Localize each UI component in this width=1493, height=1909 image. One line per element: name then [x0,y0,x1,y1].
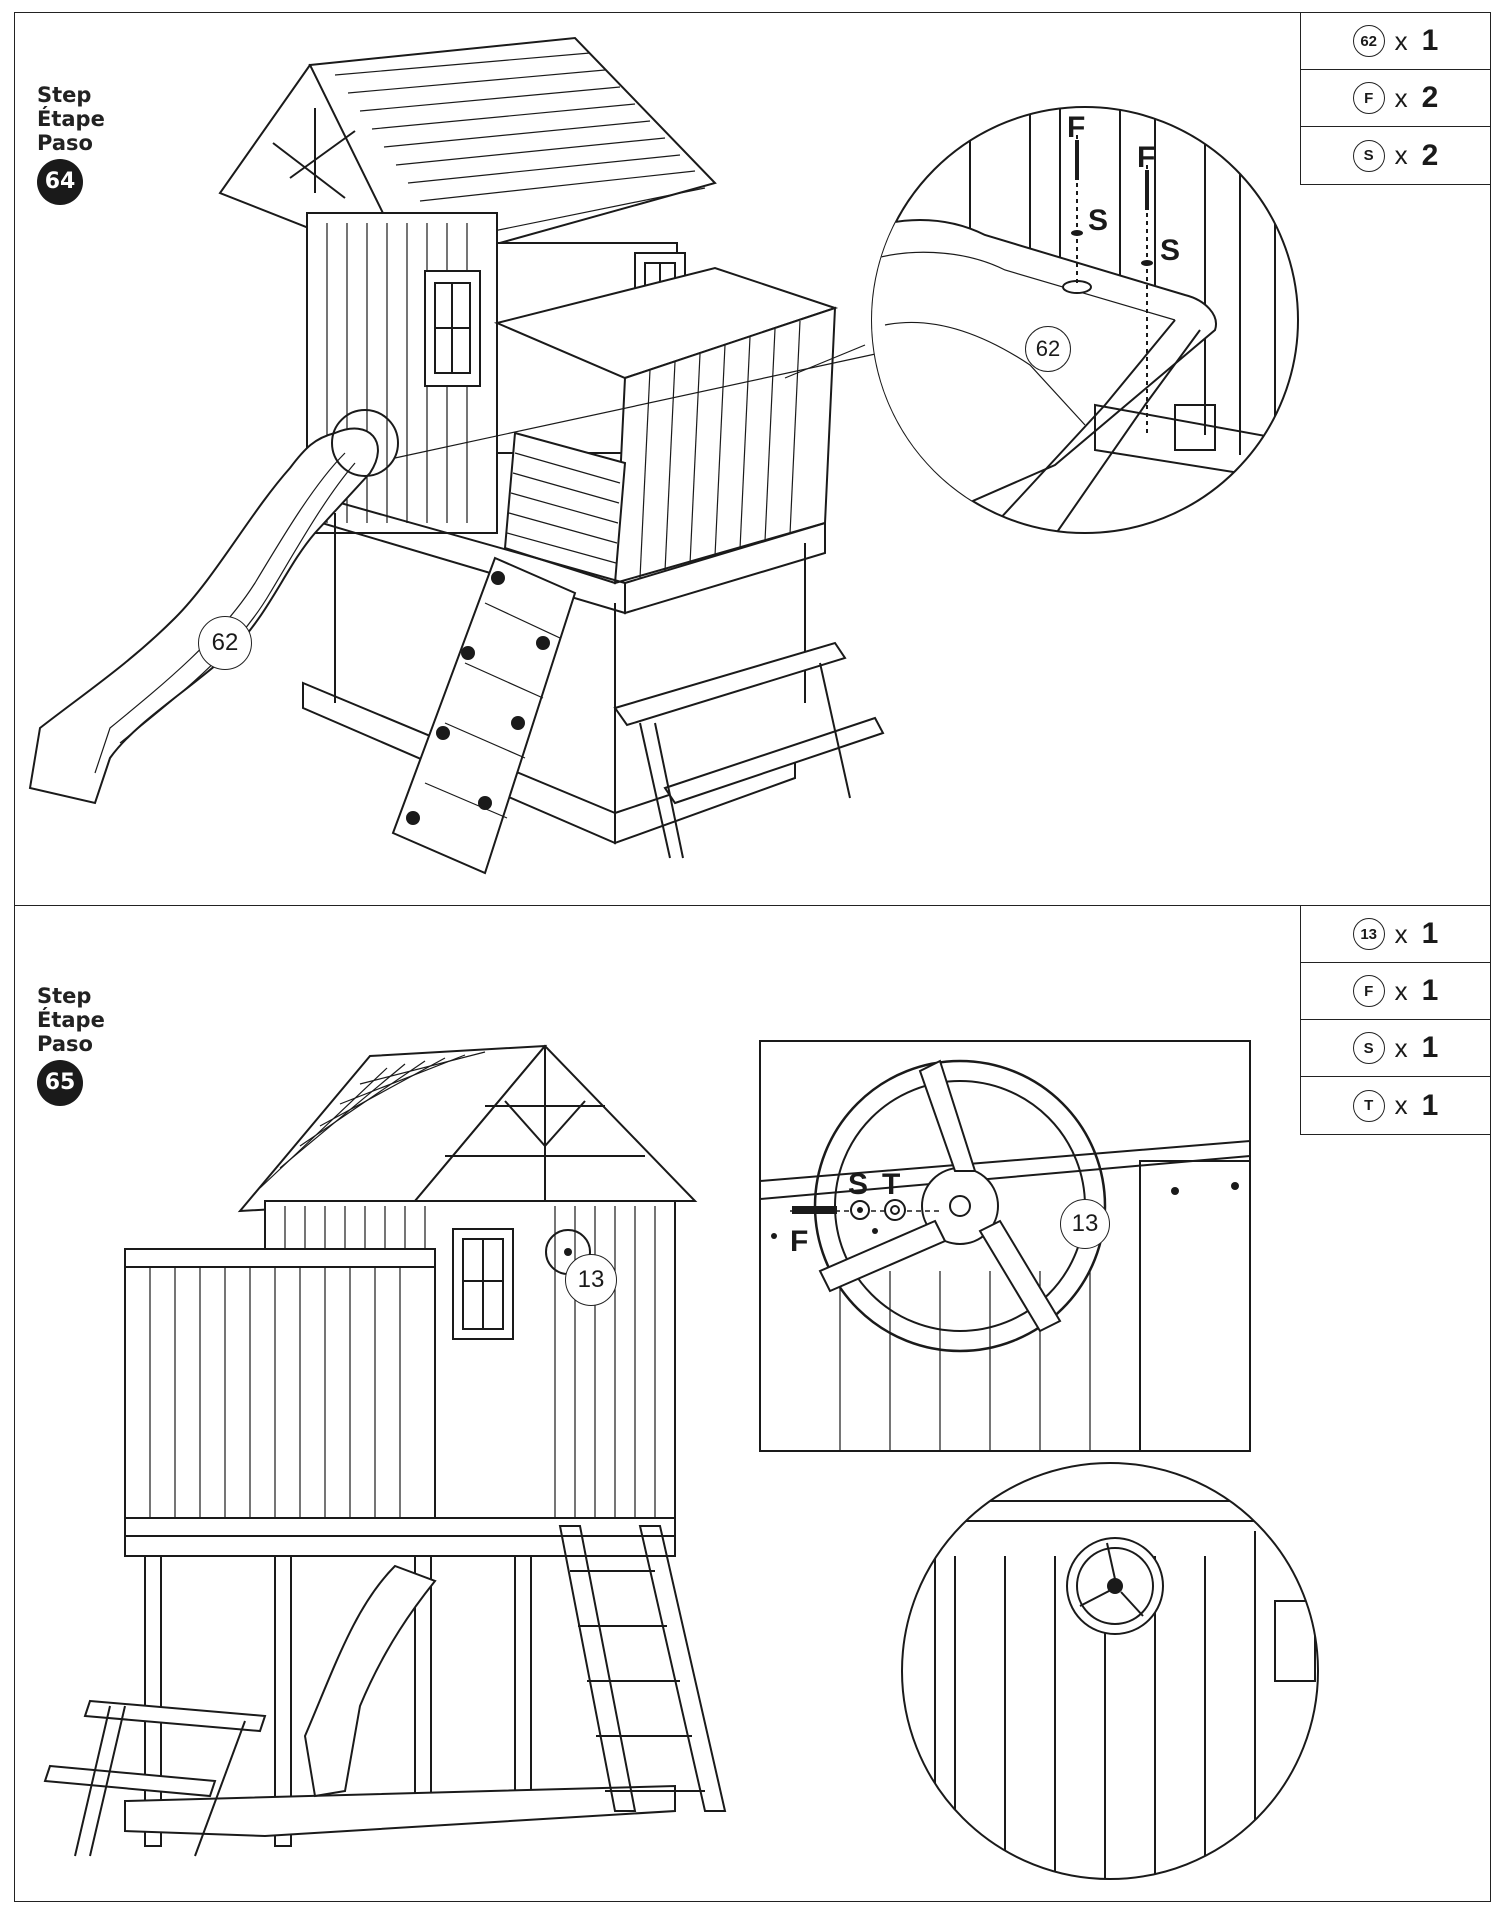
parts-row: T x 1 [1301,1077,1490,1134]
part-quantity: 1 [1421,1088,1439,1122]
parts-row: 13 x 1 [1301,906,1490,963]
step-64-label: Step Étape Paso 64 [37,83,105,205]
part-quantity: 2 [1421,81,1439,114]
step-64-panel: Step Étape Paso 64 62 x 1 F x 2 S x 2 [15,13,1490,906]
step-65-parts-list: 13 x 1 F x 1 S x 1 T x 1 [1300,906,1490,1135]
deck-railing [124,1248,436,1525]
climbing-ladder [391,556,577,875]
part-quantity: 1 [1421,917,1439,950]
detail-letter-f: F [1137,141,1155,174]
times-sign: x [1394,975,1408,1006]
detail-wheel-callout: 13 [1060,1199,1110,1249]
step-label-fr: Étape [37,107,105,131]
slide-part-callout: 62 [198,616,252,670]
part-badge: 13 [1352,918,1385,950]
part-quantity: 1 [1421,1031,1439,1064]
playhouse-slide-illustration [28,36,885,875]
wheel-part-number: 13 [577,1266,605,1293]
parts-row: F x 2 [1301,70,1490,127]
step-label-fr: Étape [37,1008,105,1032]
slide-part-number: 62 [211,629,239,656]
detail-letter-f: F [790,1225,808,1258]
times-sign: x [1394,1090,1408,1120]
bench-seat-lower [43,1764,217,1798]
times-sign: x [1394,1032,1408,1063]
detail-letter-t: T [882,1168,900,1201]
base-frame [124,1784,676,1838]
parts-row: S x 2 [1301,127,1490,184]
times-sign: x [1394,25,1408,56]
part-badge: T [1352,1089,1385,1122]
part-quantity: 1 [1421,974,1439,1007]
part-badge: 62 [1352,25,1385,57]
detail-part-callout: 62 [1025,326,1071,372]
wheel-installed-detail [901,1462,1319,1880]
parts-row: 62 x 1 [1301,13,1490,70]
detail-letter-s: S [1088,204,1108,237]
step-label-es: Paso [37,1032,93,1056]
parts-row: F x 1 [1301,963,1490,1020]
step-label-en: Step [37,83,92,107]
slide [28,427,379,805]
part-badge: S [1352,139,1385,172]
step-number-badge: 65 [37,1060,83,1106]
step-65-panel: Step Étape Paso 65 13 x 1 F x 1 S x 1 T [15,906,1490,1901]
part-quantity: 1 [1421,24,1439,57]
detail-letter-s: S [848,1168,868,1201]
times-sign: x [1394,82,1408,113]
bench-seat-lower [663,716,885,805]
detail-letter-f: F [1067,111,1085,144]
times-sign: x [1394,140,1408,170]
wheel-attachment-detail: S T F [759,1040,1251,1452]
part-badge: F [1352,975,1385,1007]
times-sign: x [1394,918,1408,949]
step-label-en: Step [37,984,92,1008]
part-quantity: 2 [1421,138,1439,172]
slide-mounting-detail: F S F S [871,106,1299,534]
wheel-part-callout: 13 [565,1254,617,1306]
detail-wheel-number: 13 [1071,1210,1099,1237]
parts-row: S x 1 [1301,1020,1490,1077]
step-64-parts-list: 62 x 1 F x 2 S x 2 [1300,13,1490,185]
playhouse-wheel-illustration [43,1044,727,1857]
bench-seat-upper [613,641,847,727]
detail-letter-s: S [1160,234,1180,267]
bench-seat-upper [83,1699,267,1733]
detail-part-number: 62 [1035,336,1061,361]
instruction-page: Step Étape Paso 64 62 x 1 F x 2 S x 2 [14,12,1491,1902]
part-badge: S [1352,1032,1385,1064]
step-number-badge: 64 [37,159,83,205]
step-label-es: Paso [37,131,93,155]
step-65-label: Step Étape Paso 65 [37,984,105,1106]
part-badge: F [1352,82,1385,114]
slide-rear [303,1564,437,1798]
